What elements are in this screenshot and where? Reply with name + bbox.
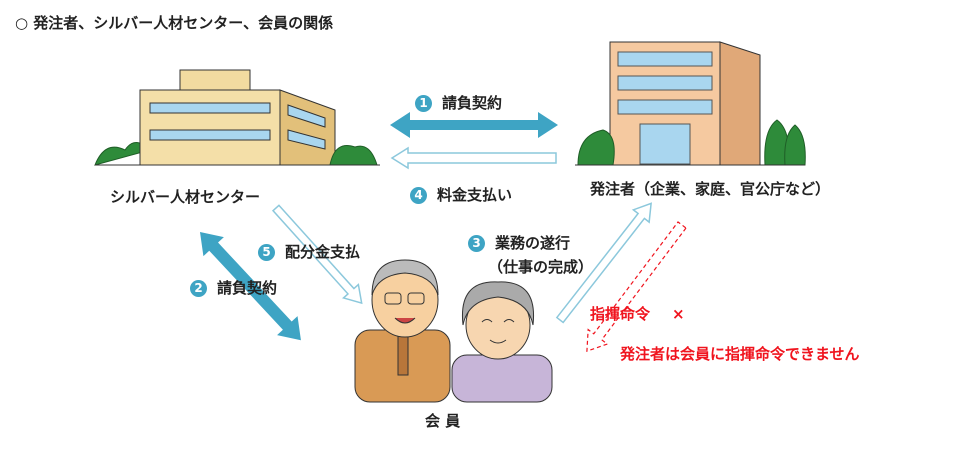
relation-label: 請負契約 [217,279,278,297]
number-badge: 3 [468,235,485,252]
client-label: 発注者（企業、家庭、官公庁など） [590,180,831,198]
client-building-icon [575,41,806,166]
relation-4: 4 料金支払い [410,184,512,205]
relation-3-sub: （仕事の完成） [488,258,594,276]
contract-arrow-2 [200,232,301,341]
number-badge: 2 [190,280,207,297]
number-badge: 5 [258,244,275,261]
prohibited-command-arrow [586,221,687,353]
relation-1: 1 請負契約 [415,92,502,113]
relation-label: 業務の遂行 [495,234,571,252]
cross-mark-icon: × [672,305,685,323]
silver-center-building-icon [94,69,380,166]
member-label: 会 員 [425,412,461,430]
relation-3: 3 業務の遂行 [468,232,570,253]
warning-note: 発注者は会員に指揮命令できません [620,345,860,363]
allocation-arrow-5 [271,204,363,305]
relation-2: 2 請負契約 [190,277,277,298]
command-warning: 指揮命令 × [590,303,685,324]
work-arrow-3 [555,202,652,324]
number-badge: 4 [410,187,427,204]
relation-5: 5 配分金支払 [258,241,360,262]
members-illustration [354,259,553,403]
relation-label: 料金支払い [437,186,513,204]
number-badge: 1 [415,95,432,112]
contract-arrow-1 [390,112,558,138]
relation-label: 配分金支払 [285,243,361,261]
payment-arrow-4 [390,146,557,170]
silver-center-label: シルバー人材センター [110,188,261,206]
warning-label: 指揮命令 [590,305,651,323]
relation-label: 請負契約 [442,94,503,112]
page-title: ○ 発注者、シルバー人材センター、会員の関係 [15,14,334,32]
